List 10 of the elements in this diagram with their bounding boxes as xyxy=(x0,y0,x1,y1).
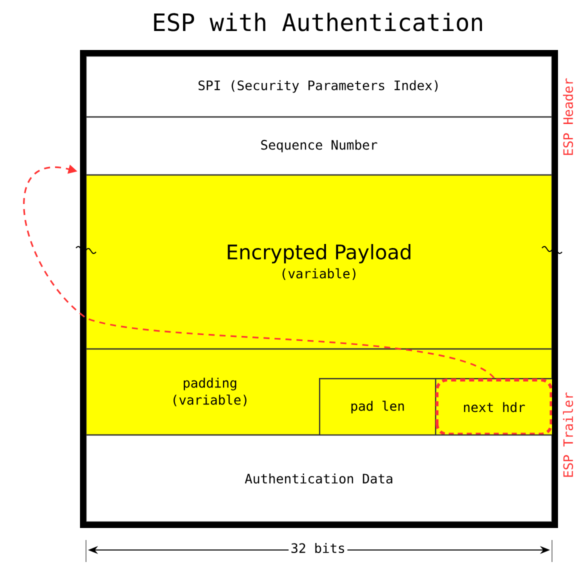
field-box: SPI (Security Parameters Index) xyxy=(85,55,553,118)
field-box: Sequence Number xyxy=(85,116,553,176)
highlighted-field: next hdr xyxy=(435,378,554,436)
arrow xyxy=(23,164,495,379)
section-label: ESP Header xyxy=(562,78,574,155)
dimension-label: 32 bits xyxy=(288,540,348,556)
section-label: ESP Trailer xyxy=(562,392,574,477)
field-box: Authentication Data xyxy=(85,434,553,523)
title: ESP with Authentication xyxy=(154,12,482,32)
field-box: pad len xyxy=(319,378,436,436)
